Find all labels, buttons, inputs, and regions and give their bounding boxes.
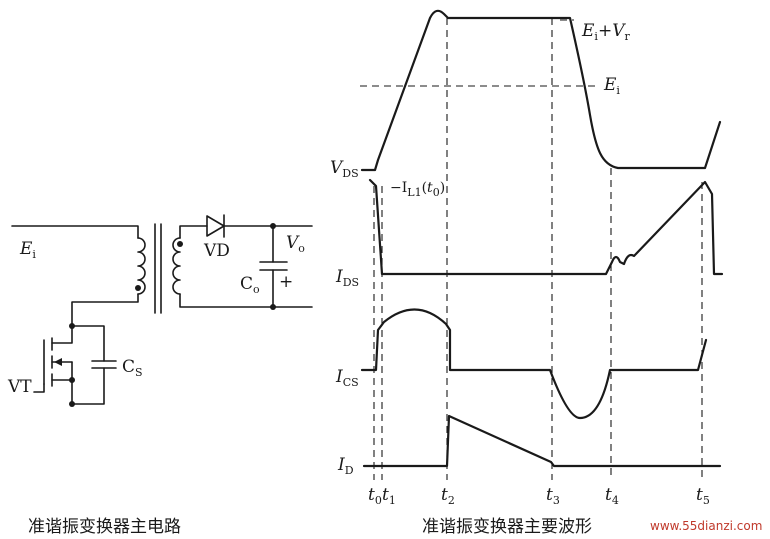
wire-cs-bottom [71, 367, 105, 405]
output-cap-polarity: + [279, 272, 293, 292]
ics-trace [360, 308, 708, 420]
mosfet-drain [51, 325, 73, 344]
source-label: Ei [19, 239, 36, 261]
vds-trace [360, 9, 722, 172]
node-dot [270, 304, 276, 310]
time-tick-label: t0 [368, 485, 382, 507]
id-label: ID [337, 455, 354, 477]
ids-trace [368, 178, 724, 276]
output-cap-label: Co [240, 274, 260, 296]
wire-cs-top [71, 325, 105, 362]
wire-primary-down [71, 293, 139, 327]
waveform-caption: 准谐振变换器主要波形 [422, 517, 592, 537]
secondary-winding [172, 237, 181, 295]
wire-input-top [11, 225, 139, 239]
diode-label: VD [203, 241, 230, 261]
mosfet-arrow [54, 358, 62, 366]
mosfet-gate-lead [33, 383, 45, 393]
time-tick-label: t2 [441, 485, 455, 507]
ei-level-label: Ei [603, 75, 620, 97]
primary-winding [137, 237, 146, 295]
switch-label: VT [7, 377, 32, 397]
secondary-dot-marker [177, 241, 183, 247]
node-dot [270, 223, 276, 229]
wire-secondary-bottom [179, 293, 313, 308]
vds-label: VDS [330, 158, 359, 180]
node-dot [69, 377, 75, 383]
circuit: Ei VD Vo Co + VT CS [7, 214, 313, 407]
time-tick-label: t4 [605, 485, 619, 507]
diode-symbol [206, 215, 225, 237]
time-tick-label: t5 [696, 485, 710, 507]
circuit-caption: 准谐振变换器主电路 [28, 517, 181, 537]
output-voltage-label: Vo [286, 233, 305, 255]
ids-label: IDS [335, 267, 359, 289]
wire-secondary-top [179, 225, 208, 239]
id-trace [362, 414, 722, 468]
snubber-cap-label: CS [122, 357, 143, 379]
top-level-label: Ei+Vr [581, 21, 630, 43]
watermark-text: www.55dianzi.com [650, 519, 763, 533]
inductor-current-note: −IL1(t0) [390, 180, 445, 199]
mosfet-source [51, 379, 73, 405]
node-dot [69, 401, 75, 407]
time-tick-label: t3 [546, 485, 560, 507]
time-markers [373, 18, 703, 480]
time-tick-label: t1 [382, 485, 396, 507]
primary-dot-marker [135, 285, 141, 291]
ics-label: ICS [335, 367, 359, 389]
